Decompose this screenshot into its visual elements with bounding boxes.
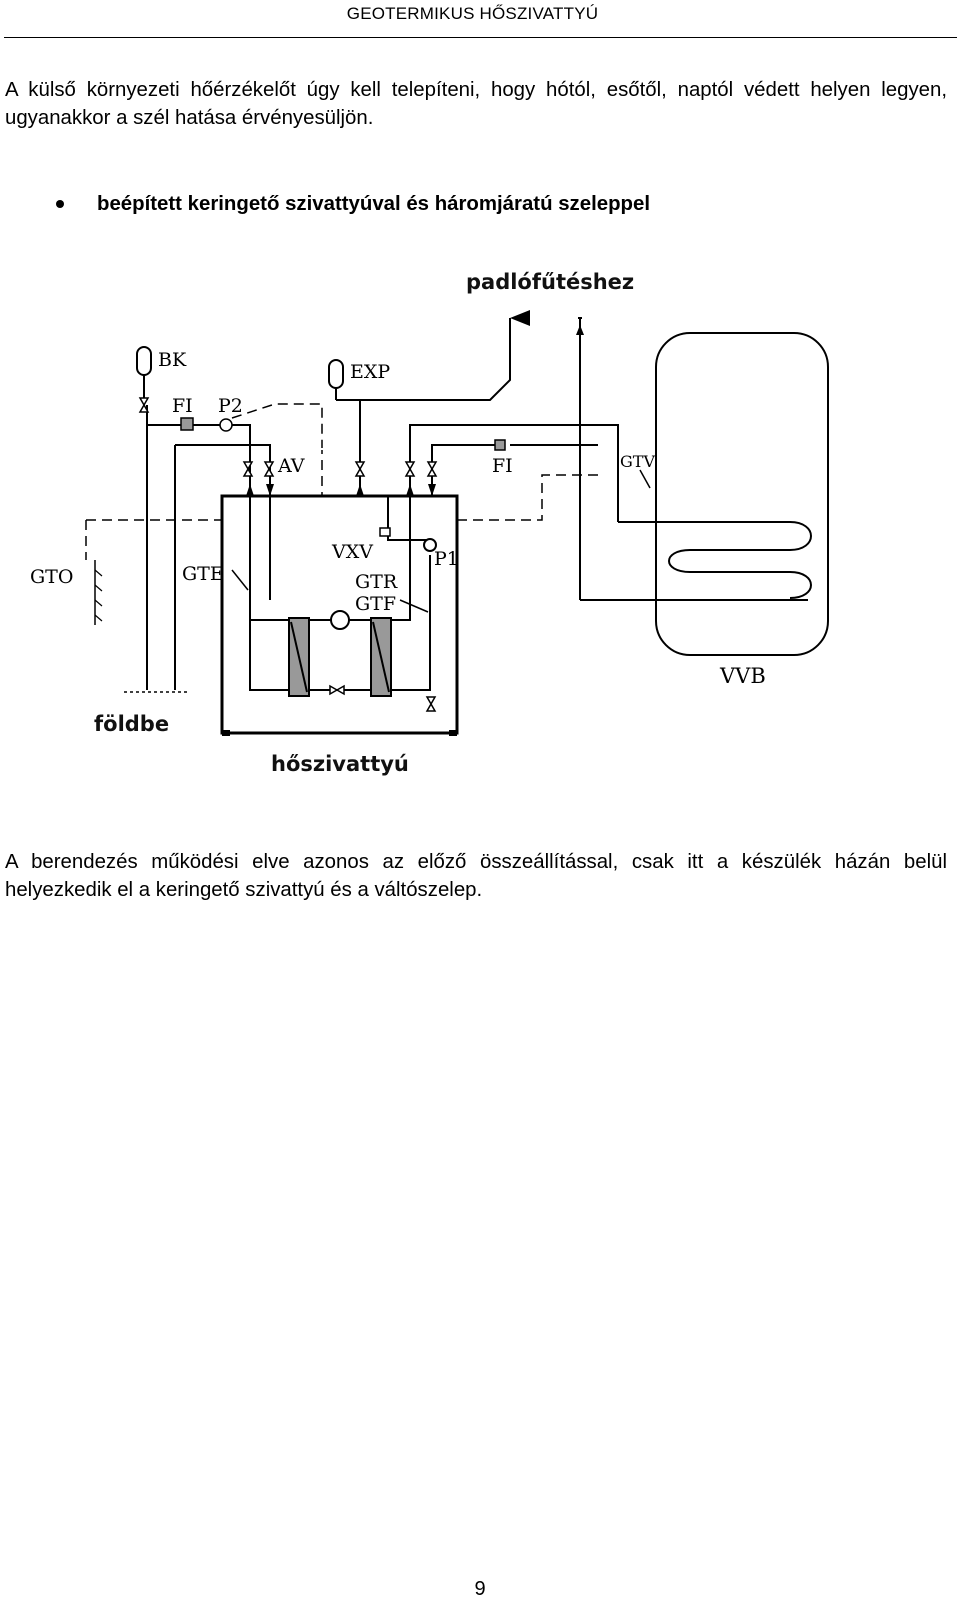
label-vvb: VVB [719,664,766,688]
bullet-icon [56,200,64,208]
exp-vessel [328,359,344,389]
label-av: AV [277,455,305,477]
heat-pump-housing [220,494,459,735]
label-padlofuteshez: padlófűtéshez [466,270,634,294]
label-foldbe: földbe [94,712,169,736]
label-vxv: VXV [331,541,373,563]
bk-vessel [136,346,152,376]
label-fi-left: FI [172,395,193,417]
label-p2: P2 [218,395,243,417]
label-exp: EXP [350,361,390,383]
heat-pump-schematic: padlófűtéshez BK EXP FI P2 AV FI GTV VXV… [30,270,829,776]
bullet-text: beépített keringető szivattyúval és háro… [97,193,650,215]
label-gto: GTO [30,566,73,588]
label-gtf: GTF [355,593,396,615]
running-header: GEOTERMIKUS HŐSZIVATTYÚ [346,4,599,23]
intro-paragraph: A külső környezeti hőérzékelőt úgy kell … [5,79,947,129]
label-p1: P1 [434,548,459,570]
label-gte: GTE [182,563,224,585]
label-fi-right: FI [492,455,513,477]
vvb-tank [655,332,829,656]
label-bk: BK [158,349,187,371]
label-hoszivattyu: hőszivattyú [271,752,409,776]
outro-paragraph: A berendezés működési elve azonos az elő… [5,851,947,901]
label-gtv: GTV [620,452,655,471]
page-number: 9 [474,1578,486,1600]
header-divider [4,37,957,38]
label-gtr: GTR [355,571,398,593]
